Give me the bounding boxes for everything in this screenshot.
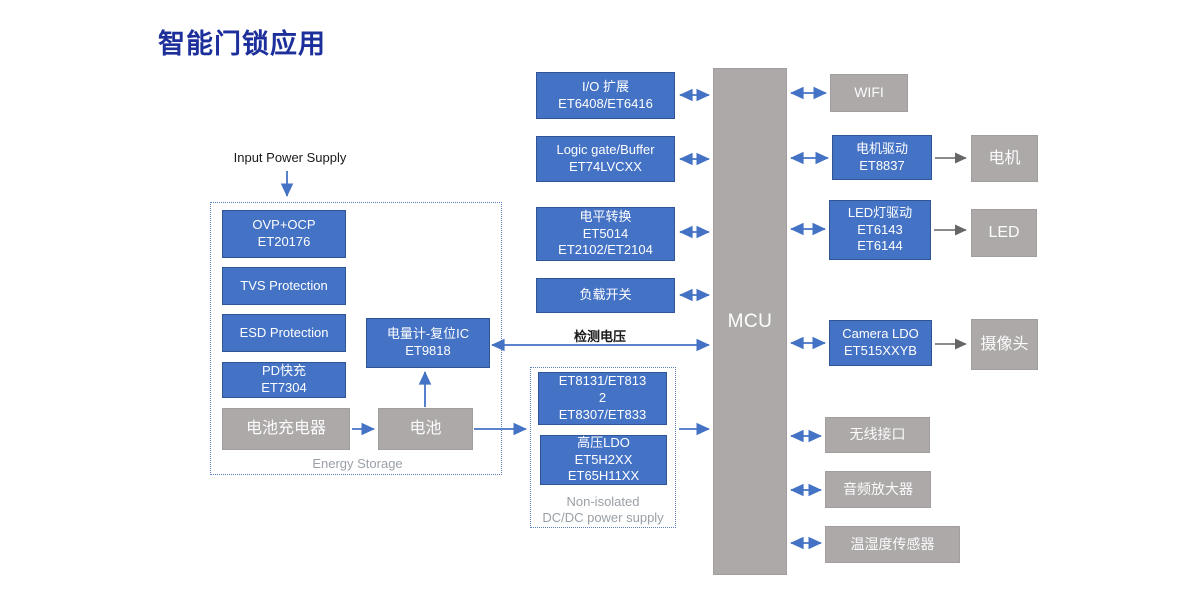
block-battery: 电池 [378,408,473,450]
block-temp-humidity-sensor: 温湿度传感器 [825,526,960,563]
block-load-switch: 负载开关 [536,278,675,313]
block-tvs-protection: TVS Protection [222,267,346,305]
dcdc-group-outline [530,367,676,528]
block-wifi: WIFI [830,74,908,112]
energy-storage-label: Energy Storage [312,456,403,471]
block-audio-amplifier: 音频放大器 [825,471,931,508]
input-power-supply-label: Input Power Supply [233,150,347,165]
block-battery-charger: 电池充电器 [222,408,350,450]
block-wireless-interface: 无线接口 [825,417,930,453]
block-camera: 摄像头 [971,319,1038,370]
page-title: 智能门锁应用 [158,29,326,59]
block-esd-protection: ESD Protection [222,314,346,352]
energy-storage-group-outline [210,202,502,475]
block-motor: 电机 [971,135,1038,182]
block-mcu: MCU [713,68,787,575]
detect-voltage-label: 检测电压 [573,329,626,344]
block-led: LED [971,209,1037,257]
